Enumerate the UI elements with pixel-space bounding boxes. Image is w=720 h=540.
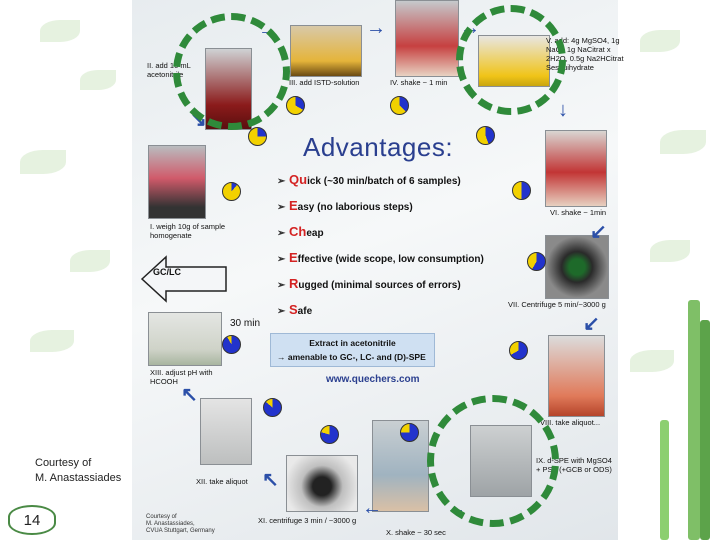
photo-step-13: [148, 312, 222, 366]
bullet-arrow-icon: ➢: [277, 306, 289, 317]
poster-courtesy-line: M. Anastassiades,: [146, 521, 215, 528]
timer-pie-icon: [222, 182, 241, 201]
advantage-text: ugged (minimal sources of errors): [298, 280, 460, 291]
arrow-down-icon: ↓: [558, 100, 568, 120]
highlight-circle: [427, 395, 559, 527]
timer-pie-icon: [263, 398, 282, 417]
leaf-decoration: [20, 150, 66, 174]
leaf-decoration: [40, 20, 80, 42]
arrow-left-icon: ↖: [181, 385, 198, 405]
photo-step-11: [286, 455, 358, 512]
bullet-arrow-icon: ➢: [277, 228, 289, 239]
leaf-decoration: [630, 350, 674, 372]
step-label-11: XI. centrifuge 3 min / ~3000 g: [258, 516, 370, 525]
slide-courtesy-caption: Courtesy of M. Anastassiades: [35, 456, 121, 486]
page-number-text: 14: [24, 512, 41, 529]
advantage-highlight: E: [289, 198, 298, 213]
advantage-highlight: R: [289, 276, 298, 291]
bullet-arrow-icon: ➢: [277, 254, 289, 265]
advantage-text: ffective (wide scope, low consumption): [298, 254, 484, 265]
advantage-text: asy (no laborious steps): [298, 202, 413, 213]
bamboo-stalk: [688, 300, 700, 540]
advantages-title: Advantages:: [303, 132, 453, 163]
leaf-decoration: [70, 250, 110, 272]
photo-step-7: [545, 235, 609, 299]
poster-courtesy: Courtesy of M. Anastassiades, CVUA Stutt…: [146, 514, 215, 535]
advantage-item: ➢Quick (~30 min/batch of 6 samples): [277, 172, 527, 198]
step-label-4: IV. shake ~ 1 min: [390, 78, 460, 87]
arrow-down-icon: ↙: [590, 222, 607, 242]
leaf-decoration: [660, 130, 706, 154]
courtesy-line: M. Anastassiades: [35, 471, 121, 486]
timer-pie-icon: [320, 425, 339, 444]
advantages-list: ➢Quick (~30 min/batch of 6 samples) ➢Eas…: [277, 172, 527, 328]
arrow-left-icon: ←: [362, 498, 382, 518]
courtesy-line: Courtesy of: [35, 456, 121, 471]
timer-pie-icon: [400, 423, 419, 442]
step-label-10: X. shake ~ 30 sec: [386, 528, 466, 537]
timer-pie-icon: [248, 127, 267, 146]
step-label-12: XII. take aliquot: [196, 477, 256, 486]
timer-pie-icon: [509, 341, 528, 360]
advantage-highlight: Ch: [289, 224, 306, 239]
arrow-right-icon: →: [366, 18, 386, 38]
extract-heading: Extract in acetonitrile: [271, 338, 434, 348]
leaf-decoration: [80, 70, 116, 90]
step-label-8: VIII. take aliquot...: [540, 418, 618, 427]
timer-pie-icon: [390, 96, 409, 115]
advantage-text: afe: [298, 306, 312, 317]
bullet-arrow-icon: ➢: [277, 176, 289, 187]
leaf-decoration: [30, 330, 74, 352]
timer-pie-icon: [527, 252, 546, 271]
leaf-decoration: [640, 30, 680, 52]
highlight-circle: [456, 5, 566, 115]
advantage-item: ➢Effective (wide scope, low consumption): [277, 250, 527, 276]
arrow-down-icon: ↙: [583, 314, 600, 334]
advantage-item: ➢Easy (no laborious steps): [277, 198, 527, 224]
advantage-text: ick (~30 min/batch of 6 samples): [307, 176, 461, 187]
advantage-highlight: Qu: [289, 172, 307, 187]
photo-step-8: [548, 335, 605, 417]
timer-pie-icon: [476, 126, 495, 145]
photo-step-1: [148, 145, 206, 219]
advantage-item: ➢Safe: [277, 302, 527, 328]
gc-lc-arrow-icon: [140, 255, 228, 303]
photo-step-6: [545, 130, 607, 207]
highlight-circle: [173, 13, 290, 130]
advantage-item: ➢Cheap: [277, 224, 527, 250]
website-link[interactable]: www.quechers.com: [326, 374, 420, 385]
leaf-decoration: [650, 240, 690, 262]
bullet-arrow-icon: ➢: [277, 280, 289, 291]
extract-detail: → amenable to GC-, LC- and (D)-SPE: [277, 352, 426, 362]
photo-step-4: [395, 0, 459, 77]
advantage-highlight: S: [289, 302, 298, 317]
bamboo-stalk: [700, 320, 710, 540]
advantage-text: eap: [306, 228, 323, 239]
advantage-highlight: E: [289, 250, 298, 265]
bamboo-stalk: [660, 420, 669, 540]
photo-step-12: [200, 398, 252, 465]
step-label-3: III. add ISTD-solution: [289, 78, 374, 87]
poster-courtesy-line: Courtesy of: [146, 514, 215, 521]
page-number: 14: [8, 505, 56, 535]
arrow-left-icon: ↖: [262, 470, 279, 490]
gc-lc-label: GC/LC: [153, 267, 181, 277]
advantage-item: ➢Rugged (minimal sources of errors): [277, 276, 527, 302]
timer-pie-icon: [286, 96, 305, 115]
bullet-arrow-icon: ➢: [277, 202, 289, 213]
step-label-6: VI. shake ~ 1min: [550, 208, 618, 217]
timer-pie-icon: [222, 335, 241, 354]
step-label-1: I. weigh 10g of sample homogenate: [150, 222, 228, 240]
time-30-min-label: 30 min: [230, 318, 260, 329]
poster-courtesy-line: CVUA Stuttgart, Germany: [146, 528, 215, 535]
extract-info-box: Extract in acetonitrile → amenable to GC…: [270, 333, 435, 367]
photo-step-3: [290, 25, 362, 77]
